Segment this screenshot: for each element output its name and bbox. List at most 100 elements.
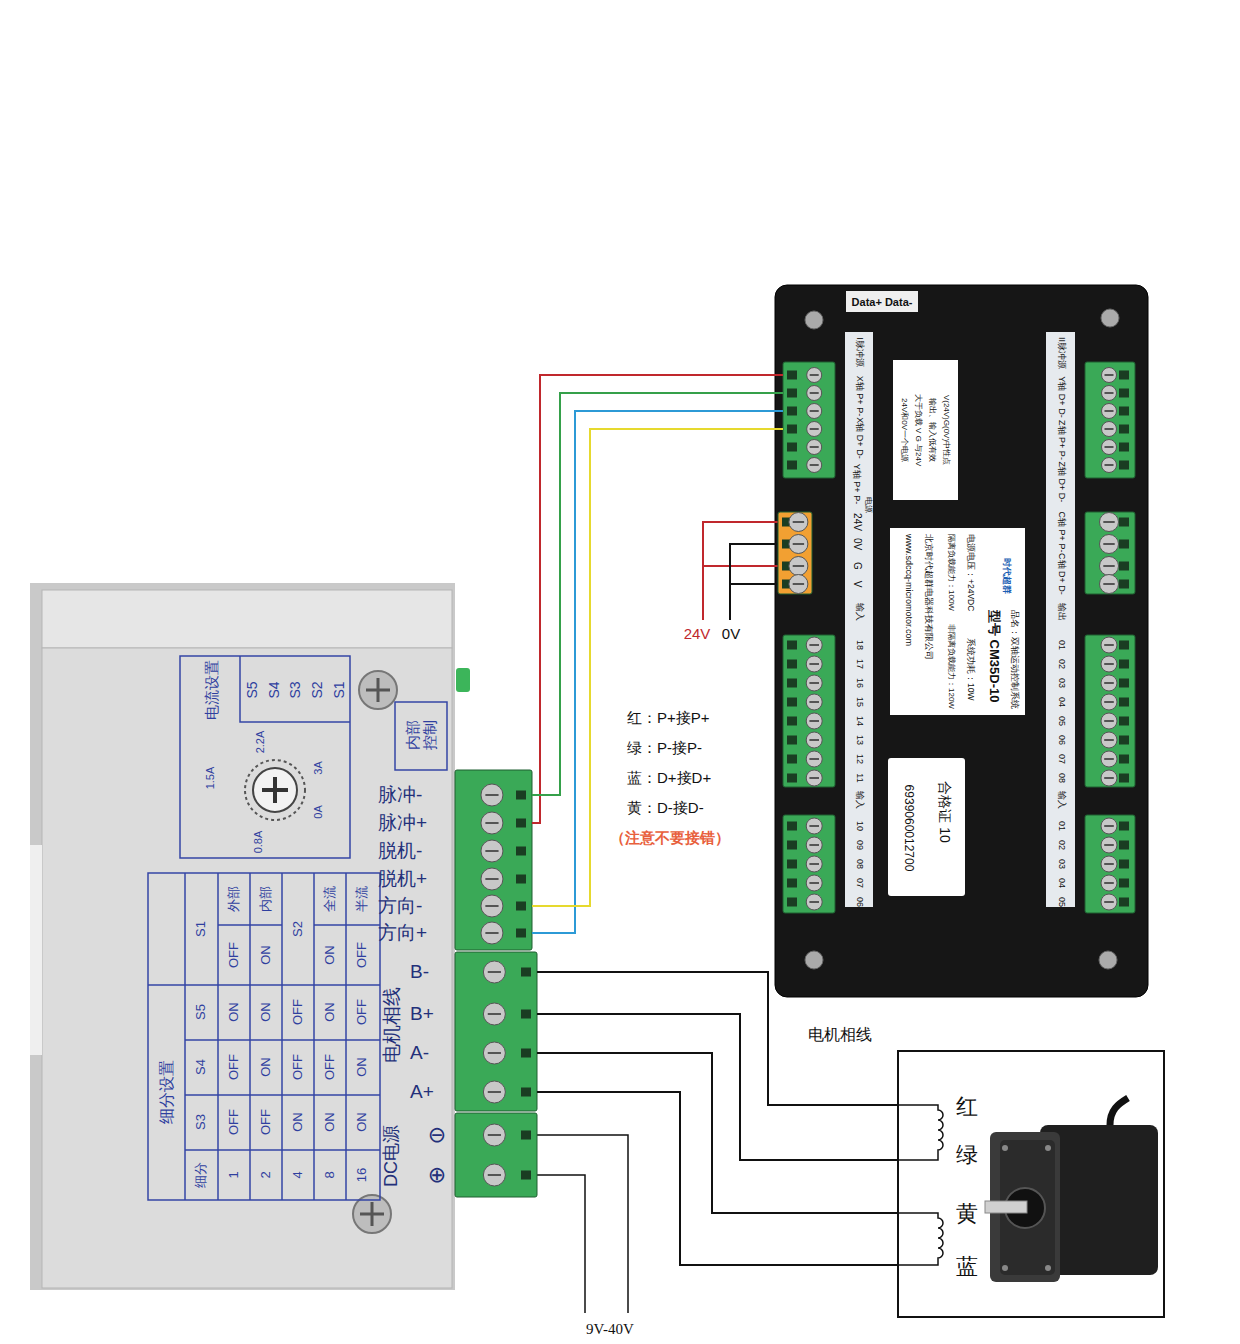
terminal-block-label: 电机相线B-B+A-A+ [372, 952, 537, 1112]
terminal-label: 电机相线 [382, 987, 403, 1063]
screw-slot [809, 901, 819, 903]
screw-slot [1104, 844, 1114, 846]
controller-housing [1099, 951, 1117, 969]
terminal-screw [481, 812, 503, 834]
wire-hole [787, 736, 797, 745]
stepper-motor [1045, 1265, 1051, 1271]
controller-label: 06 [1056, 735, 1066, 745]
terminal-label: ⊖ [428, 1123, 446, 1147]
signal-wire [537, 1092, 897, 1265]
table-cell: 1 [227, 1171, 241, 1178]
terminal-label: A+ [410, 1082, 434, 1103]
wire-hole [787, 660, 797, 669]
table-cell: ON [323, 1112, 337, 1132]
info-text: 隔离负载能力：100W [946, 534, 955, 611]
signal-wire [537, 1014, 897, 1160]
terminal-screw [789, 535, 808, 554]
screw [359, 671, 397, 709]
driver-setting-label: 0A [312, 805, 324, 818]
terminal-screw [1100, 513, 1119, 532]
screw-slot [793, 565, 804, 567]
terminal-screw [1100, 575, 1119, 594]
terminal-screw [481, 784, 503, 806]
terminal-block-label: DC电源⊖⊕ [372, 1112, 537, 1200]
screw-slot [809, 863, 819, 865]
controller-label: 01 [1056, 640, 1066, 650]
terminal-screw [806, 694, 822, 710]
controller-housing [775, 285, 1148, 997]
controller-housing [775, 285, 1148, 997]
driver-housing [42, 648, 452, 1288]
wire-color-label: 绿 [956, 1143, 978, 1167]
screw-slot [793, 583, 804, 585]
driver-setting-label: S5 [245, 681, 260, 698]
screw-slot [1104, 882, 1114, 884]
screw-slot [485, 794, 498, 796]
terminal-screw [1102, 440, 1117, 455]
wire-hole [516, 875, 526, 884]
terminal-screw [789, 557, 808, 576]
terminal-screw [806, 894, 822, 910]
table-cell: OFF [355, 942, 369, 968]
controller-label: 大于负载 V G 与24V [914, 394, 923, 466]
table-cell: ON [323, 1002, 337, 1022]
controller-label: 6939060012700 [901, 785, 914, 872]
wire-hole [516, 902, 526, 911]
wire-hole [1119, 407, 1129, 416]
wire-hole [1119, 755, 1129, 764]
terminal-screw [1101, 675, 1117, 691]
terminal-block [455, 770, 532, 950]
terminal-block [783, 635, 835, 787]
controller-label: 04 [1056, 697, 1066, 707]
wire-hole [516, 819, 526, 828]
terminal-screw [1102, 404, 1117, 419]
terminal-block [783, 815, 835, 913]
screw [366, 678, 390, 702]
terminal-screw [806, 856, 822, 872]
table-cell: 细分 [194, 1162, 208, 1188]
terminal-screw [481, 922, 503, 944]
controller-label: 12 [854, 754, 864, 764]
wire-hole [1119, 425, 1129, 434]
controller-label: 02 [1056, 840, 1066, 850]
wire-hole [1119, 660, 1129, 669]
terminal-label: 脱机- [378, 841, 422, 862]
wire-hole [787, 461, 797, 470]
table-cell: OFF [355, 999, 369, 1025]
terminal-screw [806, 656, 822, 672]
voltage-label: 9V-40V [586, 1321, 634, 1338]
screw-slot [809, 682, 819, 684]
terminal-block [455, 770, 532, 950]
terminal-block [778, 512, 812, 594]
terminal-blocks [455, 362, 1135, 1197]
table-cell: ON [259, 1002, 273, 1022]
terminal-block [783, 362, 835, 478]
screw-slot [488, 1174, 501, 1176]
wire-hole [787, 679, 797, 688]
terminal-screw [483, 1164, 505, 1186]
screw-slot [1105, 374, 1114, 376]
stepper-motor [1045, 1145, 1051, 1151]
controller-label: V(24V)G(0V)中性点 [942, 395, 951, 465]
terminal-label: 方向- [378, 896, 422, 917]
rotated-panel: 时代超群品名：双轴运动控制系统型号 CM35D-10电源电压：+24VDC系统功… [890, 528, 1025, 715]
table-cell: S5 [194, 1004, 208, 1020]
table-cell: 半流 [355, 886, 369, 912]
wiring-note: 红：P+接P+ [627, 710, 710, 727]
terminal-screw [807, 368, 822, 383]
terminal-screw [1101, 837, 1117, 853]
signal-wire [532, 429, 783, 906]
terminal-block [455, 952, 537, 1111]
wire-color-label: 黄 [956, 1202, 978, 1226]
driver-housing [42, 590, 452, 648]
controller-label: 输出 [1056, 603, 1066, 621]
wire-hole [787, 860, 797, 869]
terminal-block [783, 635, 835, 787]
table-cell: S3 [194, 1114, 208, 1130]
terminal-screw [807, 404, 822, 419]
wire-hole [787, 822, 797, 831]
terminal-block [1085, 815, 1135, 913]
terminal-screw [807, 458, 822, 473]
screw-slot [810, 428, 819, 430]
